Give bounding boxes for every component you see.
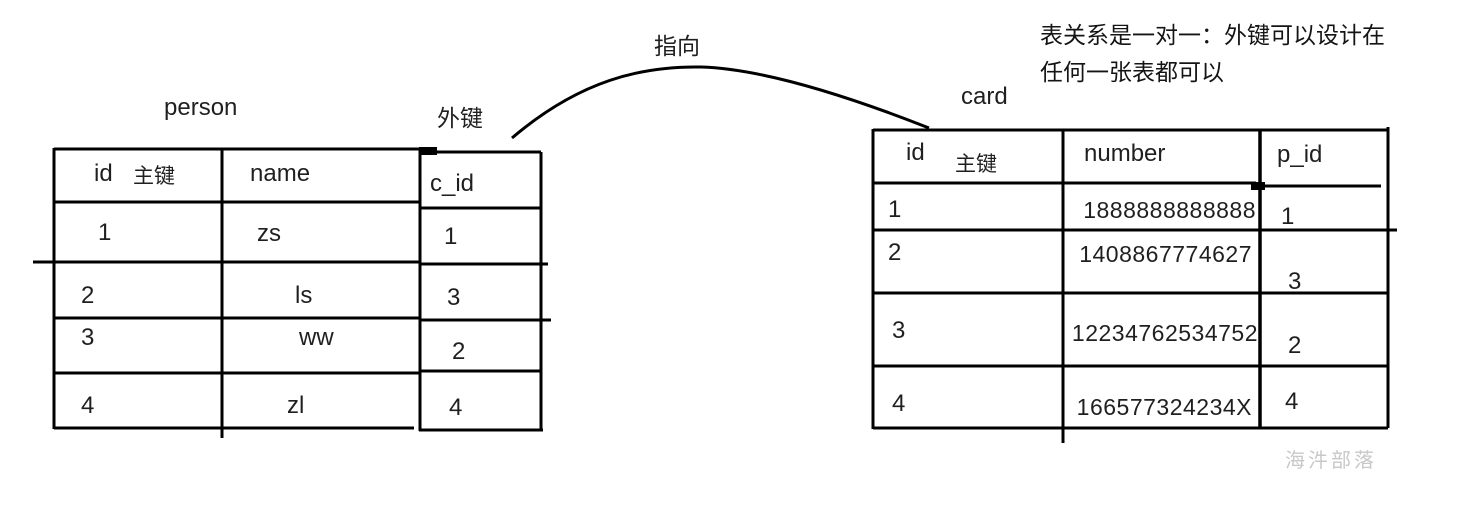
person-cell-name-3: zl [287,392,305,419]
person-header-id: id [94,160,113,187]
person-cell-id-2: 3 [81,324,95,351]
card-cell-number-0: 1888888888888 [1083,197,1256,223]
person-cell-cid-2: 2 [452,338,466,365]
card-cell-id-1: 2 [888,239,902,266]
note-line-1: 表关系是一对一：外键可以设计在 [1040,22,1385,48]
card-cell-number-1: 1408867774627 [1079,241,1252,267]
card-cell-pid-3: 4 [1285,388,1299,415]
person-cell-id-1: 2 [81,282,95,309]
person-cell-id-0: 1 [98,219,112,246]
person-header-name: name [250,160,311,187]
card-cell-pid-0: 1 [1281,203,1295,230]
card-cell-pid-1: 3 [1288,268,1302,295]
card-table-grid [871,127,1397,443]
person-cell-id-3: 4 [81,392,95,419]
card-header-pid: p_id [1277,141,1323,168]
person-header-pk-hint: 主键 [133,165,175,188]
person-cell-name-1: ls [295,282,313,309]
card-header-id: id [906,139,925,166]
person-cell-cid-1: 3 [447,284,461,311]
card-header-pk-hint: 主键 [955,153,997,176]
person-cid-column-grid [419,147,551,432]
card-cell-number-2: 12234762534752 [1071,320,1258,346]
note-line-2: 任何一张表都可以 [1040,59,1224,85]
card-cell-id-2: 3 [892,317,906,344]
pointer-label: 指向 [654,33,700,59]
card-cell-pid-2: 2 [1288,332,1302,359]
person-cell-cid-0: 1 [444,223,458,250]
pointer-curve [511,65,930,140]
person-cell-name-0: zs [257,220,281,247]
person-header-cid: c_id [430,170,475,197]
card-header-number: number [1084,140,1166,167]
card-cell-id-3: 4 [892,390,906,417]
watermark: 海汼部落 [1285,450,1377,472]
card-cell-id-0: 1 [888,196,902,223]
person-table-grid [33,147,430,438]
person-table-title: person [164,94,238,121]
foreign-key-label: 外键 [437,105,483,131]
card-table-title: card [961,83,1008,110]
person-cell-name-2: ww [299,324,334,351]
card-cell-number-3: 166577324234X [1076,394,1252,420]
person-cell-cid-3: 4 [449,394,463,421]
